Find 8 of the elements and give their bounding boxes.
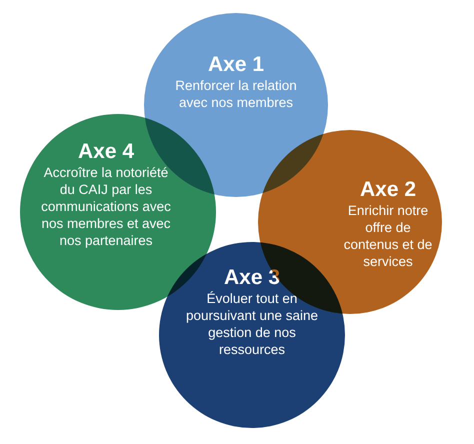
circle-text: Évoluer tout en poursuivant une saine gestion de nos ressources (185, 290, 319, 358)
circle-heading: Axe 1 (206, 53, 266, 77)
circle-heading: Axe 4 (76, 140, 136, 164)
circle-text: Accroître la notoriété du CAIJ par les communications avec nos membres et avec nos partenaires (40, 164, 172, 249)
circle-heading: Axe 2 (358, 178, 418, 202)
circle-heading: Axe 3 (222, 266, 282, 290)
circle-text: Renforcer la relation avec nos membres (174, 77, 298, 111)
circle-text: Enrichir notre offre de contenus et de services (342, 202, 434, 270)
